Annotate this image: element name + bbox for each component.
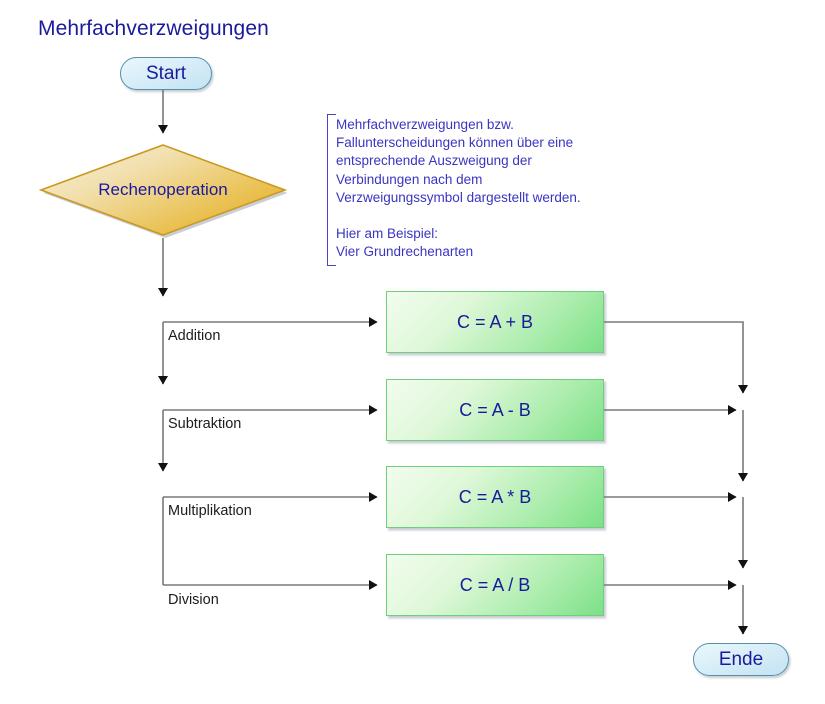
node-start[interactable]: Start [120, 57, 212, 90]
process-addition[interactable]: C = A + B [386, 291, 604, 353]
annotation-note: Mehrfachverzweigungen bzw. Falluntersche… [336, 117, 581, 260]
process-subtraktion[interactable]: C = A - B [386, 379, 604, 441]
page-title: Mehrfachverzweigungen [38, 17, 269, 40]
process-division[interactable]: C = A / B [386, 554, 604, 616]
branch-label-addition: Addition [168, 328, 221, 344]
note-bracket [327, 114, 336, 266]
node-ende[interactable]: Ende [693, 643, 789, 676]
diamond-shape [38, 144, 288, 238]
node-decision[interactable]: Rechenoperation [37, 142, 289, 238]
branch-label-multiplikation: Multiplikation [168, 503, 252, 519]
process-multiplikation[interactable]: C = A * B [386, 466, 604, 528]
branch-label-subtraktion: Subtraktion [168, 416, 242, 432]
branch-label-division: Division [168, 592, 219, 608]
